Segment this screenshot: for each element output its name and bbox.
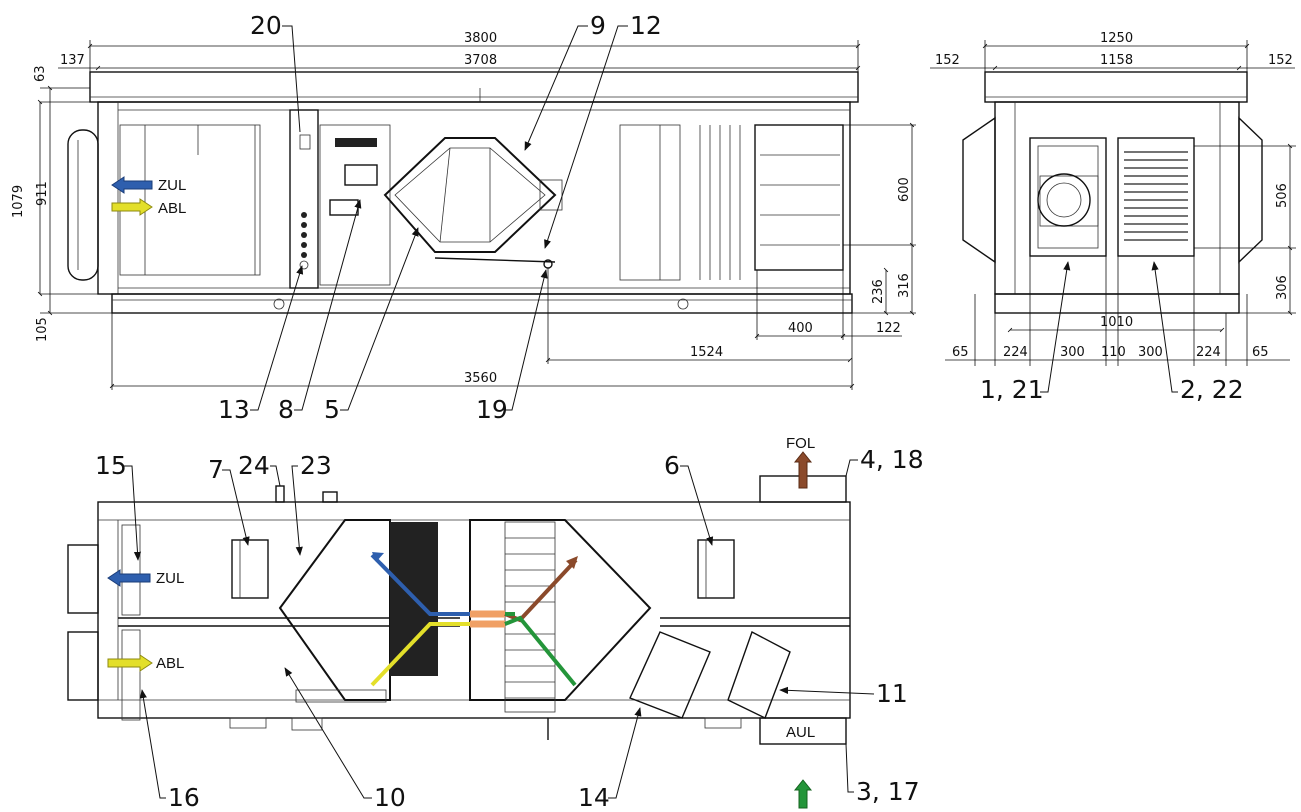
dim-300-right: 300 [1138, 345, 1163, 360]
dim-224-left: 224 [1003, 345, 1028, 360]
callout-23: 23 [300, 451, 332, 480]
fol-arrow [793, 451, 813, 489]
dim-105: 105 [35, 317, 50, 342]
zul-arrow-side [111, 176, 153, 194]
air-flow-paths [370, 552, 578, 687]
top-view: FOL AUL ZUL ABL [67, 435, 851, 809]
aul-arrow [793, 779, 813, 809]
zul-label-top: ZUL [156, 570, 184, 587]
dim-506: 506 [1275, 183, 1290, 208]
callout-10: 10 [374, 783, 406, 812]
dim-63: 63 [33, 65, 48, 82]
callout-13: 13 [218, 395, 250, 424]
front-view-dimensions: 1250 1158 152 152 506 306 1010 65 224 30… [930, 31, 1296, 366]
coil-fins-side [699, 125, 741, 280]
zul-arrow-top [107, 569, 151, 587]
callout-4-18: 4, 18 [860, 445, 924, 474]
side-view: ZUL ABL [67, 71, 859, 314]
control-knobs [299, 212, 309, 270]
dim-400: 400 [788, 321, 813, 336]
side-view-dimensions: 3800 3708 137 63 1079 911 105 600 316 23… [11, 31, 916, 390]
callout-5: 5 [324, 395, 340, 424]
dim-122: 122 [876, 321, 901, 336]
dim-300-left: 300 [1060, 345, 1085, 360]
dim-110: 110 [1101, 345, 1126, 360]
dim-911: 911 [35, 181, 50, 206]
dim-236: 236 [871, 279, 886, 304]
callout-11: 11 [876, 679, 908, 708]
aul-label: AUL [786, 724, 815, 741]
abl-arrow-top [107, 654, 153, 672]
dim-137: 137 [60, 53, 85, 68]
dim-65-left: 65 [952, 345, 969, 360]
abl-arrow-side [111, 198, 153, 216]
dim-1158: 1158 [1100, 53, 1133, 68]
abl-label-top: ABL [156, 655, 184, 672]
dim-152-left: 152 [935, 53, 960, 68]
dim-65-right: 65 [1252, 345, 1269, 360]
dim-3560: 3560 [464, 371, 497, 386]
dim-224-right: 224 [1196, 345, 1221, 360]
callout-19: 19 [476, 395, 508, 424]
dim-3800: 3800 [464, 31, 497, 46]
callout-15: 15 [95, 451, 127, 480]
callout-3-17: 3, 17 [856, 777, 920, 806]
dim-1010: 1010 [1100, 315, 1133, 330]
callout-6: 6 [664, 451, 680, 480]
dim-306: 306 [1275, 275, 1290, 300]
front-view [962, 71, 1263, 314]
side-view-callouts: 20 9 12 13 8 5 19 [218, 11, 662, 424]
callout-8: 8 [278, 395, 294, 424]
abl-label-side: ABL [158, 200, 186, 217]
dim-3708: 3708 [464, 53, 497, 68]
fol-label: FOL [786, 435, 815, 452]
dim-600: 600 [897, 177, 912, 202]
front-grille [1124, 151, 1188, 241]
zul-label-side: ZUL [158, 177, 186, 194]
callout-14: 14 [578, 783, 610, 812]
callout-20: 20 [250, 11, 282, 40]
callout-9: 9 [590, 11, 606, 40]
callout-24: 24 [238, 451, 270, 480]
callout-7: 7 [208, 455, 224, 484]
dim-1524: 1524 [690, 345, 723, 360]
front-view-callouts: 1, 21 2, 22 [980, 261, 1244, 404]
callout-1-21: 1, 21 [980, 375, 1044, 404]
callout-2-22: 2, 22 [1180, 375, 1244, 404]
dim-152-right: 152 [1268, 53, 1293, 68]
callout-12: 12 [630, 11, 662, 40]
dim-1250: 1250 [1100, 31, 1133, 46]
callout-16: 16 [168, 783, 200, 812]
dim-316: 316 [897, 273, 912, 298]
top-view-callouts: 15 7 24 23 6 4, 18 11 3, 17 16 10 14 [95, 445, 924, 812]
dim-1079: 1079 [11, 185, 26, 218]
